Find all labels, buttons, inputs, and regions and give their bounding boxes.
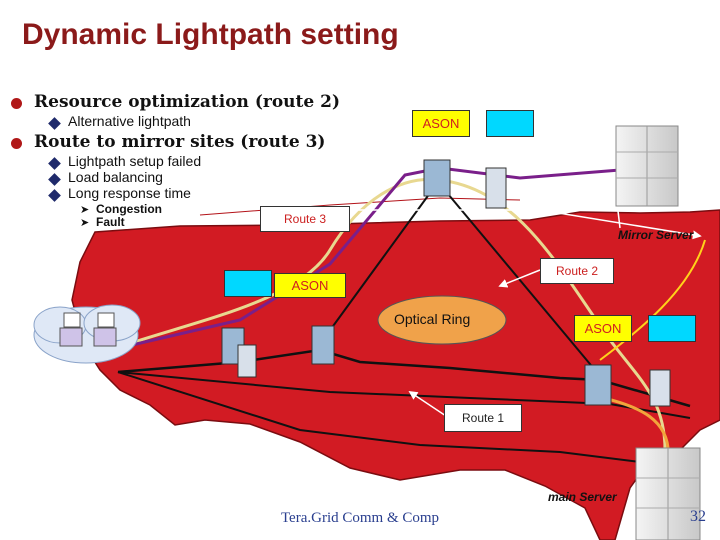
ason-label-left: ASON — [274, 273, 346, 298]
optical-ring-ellipse — [377, 295, 507, 345]
mirror-server-label: Mirror Server — [618, 228, 694, 242]
bullet-dot — [11, 138, 22, 149]
bullet-fault: Fault — [96, 215, 125, 229]
bullet-long-response: Long response time — [68, 185, 191, 201]
slide-title: Dynamic Lightpath setting — [22, 18, 399, 51]
bullet-dot — [11, 98, 22, 109]
footer-text: Tera.Grid Comm & Comp — [280, 510, 440, 526]
optical-switch-right — [584, 364, 671, 407]
bullet-congestion: Congestion — [96, 202, 162, 216]
route-1-pointer — [408, 391, 447, 417]
ason-label-right: ASON — [574, 315, 632, 342]
bullet-setup-failed: Lightpath setup failed — [68, 153, 202, 169]
route-3-label: Route 3 — [260, 206, 350, 232]
route-2-pointer — [498, 269, 541, 288]
arrow-bullet-icon: ➤ — [80, 217, 90, 229]
route-1-label: Route 1 — [444, 404, 522, 432]
bullet-load-balancing: Load balancing — [68, 169, 163, 185]
mirror-server-rack — [615, 125, 679, 207]
bullet-alternative-lightpath: Alternative lightpath — [68, 113, 191, 129]
main-server-label: main Server — [548, 490, 617, 504]
ason-link-left — [319, 181, 439, 345]
route-yellow-line — [599, 239, 706, 361]
client-cloud — [33, 304, 141, 364]
arrow-bullet-icon: ➤ — [80, 204, 90, 216]
ason-label-top: ASON — [412, 110, 470, 137]
route-2-label: Route 2 — [540, 258, 614, 284]
optical-switch-left — [221, 325, 335, 378]
optical-switch-top — [423, 159, 507, 209]
main-server-rack — [635, 447, 701, 540]
route-1-line-c — [117, 371, 641, 463]
ason-controller-left — [224, 270, 272, 297]
page-number: 32 — [690, 508, 706, 525]
ason-controller-right — [648, 315, 696, 342]
bullet-route-to-mirror: Route to mirror sites (route 3) — [34, 132, 326, 152]
ason-controller-top — [486, 110, 534, 137]
route-3-pointer — [350, 209, 702, 240]
route-3-line — [131, 166, 621, 347]
us-map-shape — [71, 209, 720, 540]
bullet-resource-optimization: Resource optimization (route 2) — [34, 92, 340, 112]
optical-ring-label: Optical Ring — [394, 311, 471, 327]
